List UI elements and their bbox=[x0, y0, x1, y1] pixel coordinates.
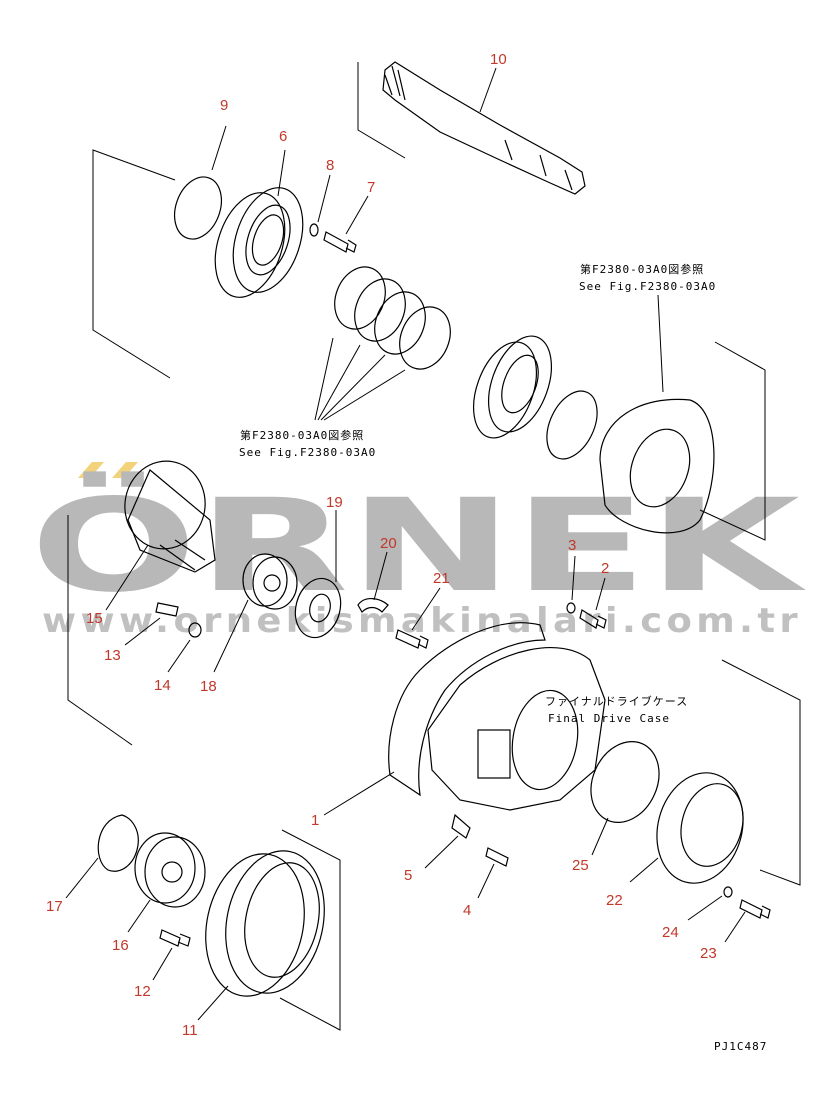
final-drive-case bbox=[427, 647, 606, 811]
callout-13: 13 bbox=[104, 647, 121, 664]
callout-24: 24 bbox=[662, 924, 679, 941]
callout-17: 17 bbox=[46, 898, 63, 915]
callout-16: 16 bbox=[112, 937, 129, 954]
cage-reference-part bbox=[599, 294, 715, 534]
part-13-plate bbox=[155, 602, 179, 617]
watermark-url: www.ornekismakinalari.com.tr bbox=[42, 601, 802, 641]
callout-labels: 1 2 3 4 5 6 7 8 9 10 11 12 13 14 15 16 1… bbox=[46, 51, 717, 1039]
case-label-jp: ファイナルドライブケース bbox=[545, 694, 688, 708]
part-20-bolt bbox=[395, 629, 429, 649]
part-17-snap-ring bbox=[97, 814, 139, 872]
callout-11: 11 bbox=[182, 1022, 198, 1039]
callout-8: 8 bbox=[326, 157, 334, 174]
frame-lines bbox=[67, 62, 801, 1031]
part-1-gasket bbox=[388, 622, 546, 797]
callout-23: 23 bbox=[700, 945, 717, 962]
callout-22: 22 bbox=[606, 892, 623, 909]
part-23-bolt bbox=[739, 899, 771, 919]
callout-6: 6 bbox=[279, 128, 287, 145]
callout-5: 5 bbox=[404, 867, 412, 884]
part-21-lock bbox=[357, 598, 389, 613]
callout-12: 12 bbox=[134, 983, 151, 1000]
callout-10: 10 bbox=[490, 51, 507, 68]
seal-o-ring bbox=[546, 390, 598, 460]
callout-19: 19 bbox=[326, 494, 343, 511]
callout-25: 25 bbox=[572, 857, 589, 874]
part-3-washer bbox=[566, 602, 576, 614]
part-15-hub bbox=[124, 460, 216, 573]
callout-1: 1 bbox=[311, 812, 319, 829]
watermark: ÖRNEK www.ornekismakinalari.com.tr bbox=[30, 462, 807, 641]
ref-note-top-en: See Fig.F2380-03A0 bbox=[579, 280, 716, 293]
callout-2: 2 bbox=[601, 560, 609, 577]
part-5-pin bbox=[451, 813, 471, 839]
callout-18: 18 bbox=[200, 678, 217, 695]
part-11-ring-gear bbox=[205, 850, 325, 997]
callout-4: 4 bbox=[463, 902, 471, 919]
ref-note-mid-jp: 第F2380-03A0図参照 bbox=[240, 428, 364, 442]
seal-rings-group bbox=[334, 266, 451, 370]
part-7-bolt bbox=[323, 231, 357, 253]
watermark-accent-mark bbox=[78, 462, 104, 478]
part-9-o-ring bbox=[174, 176, 222, 240]
part-2-bolt bbox=[579, 609, 607, 629]
part-4-pin bbox=[485, 847, 509, 867]
callout-15: 15 bbox=[86, 610, 103, 627]
callout-7: 7 bbox=[367, 179, 375, 196]
part-25-o-ring bbox=[590, 741, 660, 823]
reference-notes: 第F2380-03A0図参照 See Fig.F2380-03A0 第F2380… bbox=[239, 262, 767, 1053]
callout-9: 9 bbox=[220, 97, 228, 114]
drawing-code: PJ1C487 bbox=[714, 1040, 767, 1053]
part-14-nut bbox=[188, 622, 202, 638]
ref-note-mid-en: See Fig.F2380-03A0 bbox=[239, 446, 376, 459]
part-6-bearing bbox=[214, 187, 304, 298]
case-label-en: Final Drive Case bbox=[548, 712, 670, 725]
watermark-accent-mark bbox=[112, 462, 138, 478]
part-16-bearing bbox=[134, 832, 206, 908]
reference-arrows-mid bbox=[314, 337, 406, 421]
leader-lines bbox=[65, 67, 746, 1021]
seat-ring bbox=[473, 335, 552, 439]
callout-20: 20 bbox=[380, 535, 397, 552]
part-10-shaft bbox=[382, 61, 586, 195]
part-19-spacer bbox=[294, 577, 342, 639]
part-8-washer bbox=[309, 223, 319, 237]
part-12-bolt bbox=[159, 929, 191, 947]
callout-3: 3 bbox=[568, 537, 576, 554]
part-18-bearing bbox=[242, 553, 298, 610]
callout-14: 14 bbox=[154, 677, 171, 694]
part-22-cover bbox=[656, 772, 744, 884]
watermark-brand: ÖRNEK bbox=[30, 471, 807, 621]
part-24-washer bbox=[723, 886, 733, 898]
callout-21: 21 bbox=[433, 570, 450, 587]
ref-note-top-jp: 第F2380-03A0図参照 bbox=[580, 262, 704, 276]
